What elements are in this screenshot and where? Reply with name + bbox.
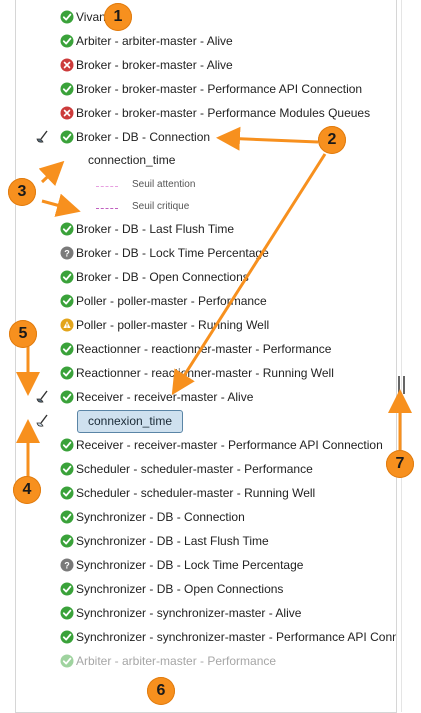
check-circle-icon: [60, 10, 74, 24]
check-label: Synchronizer - DB - Last Flush Time: [76, 534, 269, 548]
check-label: Poller - poller-master - Running Well: [76, 318, 270, 332]
check-circle-icon: [60, 390, 74, 404]
legend-swatch: [96, 186, 118, 187]
legend-swatch: [96, 208, 118, 209]
check-circle-icon: [60, 222, 74, 236]
check-label: Reactionner - reactionner-master - Perfo…: [76, 342, 332, 356]
check-label: Synchronizer - DB - Open Connections: [76, 582, 284, 596]
check-circle-icon: [60, 294, 74, 308]
check-label: Synchronizer - DB - Connection: [76, 510, 245, 524]
annotation-badge-2: 2: [318, 126, 346, 154]
check-label: Scheduler - scheduler-master - Performan…: [76, 462, 313, 476]
check-circle-icon: [60, 130, 74, 144]
metric-title[interactable]: connection_time: [88, 153, 176, 167]
check-circle-icon: [60, 486, 74, 500]
svg-text:?: ?: [64, 561, 70, 571]
checks-panel: Vivant Arbiter - arbiter-master - Alive …: [15, 0, 397, 713]
check-circle-icon: [60, 82, 74, 96]
check-label: Receiver - receiver-master - Alive: [76, 390, 254, 404]
annotation-badge-5: 5: [9, 320, 37, 348]
metric-pill[interactable]: connexion_time: [77, 410, 183, 433]
check-label: Broker - DB - Last Flush Time: [76, 222, 235, 236]
check-label: Broker - DB - Connection: [76, 130, 211, 144]
svg-text:?: ?: [64, 249, 70, 259]
resize-handle[interactable]: [398, 376, 406, 394]
check-label: Synchronizer - DB - Lock Time Percentage: [76, 558, 304, 572]
check-label: Arbiter - arbiter-master - Alive: [76, 34, 233, 48]
check-label: Scheduler - scheduler-master - Running W…: [76, 486, 316, 500]
check-circle-icon: [60, 342, 74, 356]
warning-triangle-icon: [60, 318, 74, 332]
annotation-badge-4: 4: [13, 476, 41, 504]
question-circle-icon: ?: [60, 246, 74, 260]
check-circle-icon: [60, 606, 74, 620]
error-circle-icon: [60, 106, 74, 120]
check-label: Vivant: [76, 10, 110, 24]
check-label: Broker - broker-master - Performance API…: [76, 82, 363, 96]
check-circle-icon: [60, 462, 74, 476]
check-circle-icon: [60, 510, 74, 524]
check-label: Broker - DB - Lock Time Percentage: [76, 246, 269, 260]
graph-brush-icon[interactable]: [34, 413, 50, 429]
check-label: Reactionner - reactionner-master - Runni…: [76, 366, 334, 380]
legend-label: Seuil critique: [132, 201, 190, 212]
check-label: Synchronizer - synchronizer-master - Per…: [76, 630, 397, 644]
annotation-badge-6: 6: [147, 677, 175, 705]
graph-brush-icon[interactable]: [34, 129, 50, 145]
check-circle-icon: [60, 582, 74, 596]
check-circle-icon: [60, 654, 74, 668]
question-circle-icon: ?: [60, 558, 74, 572]
check-label: Arbiter - arbiter-master - Performance: [76, 654, 277, 668]
graph-brush-icon[interactable]: [34, 389, 50, 405]
check-circle-icon: [60, 630, 74, 644]
annotation-badge-7: 7: [386, 450, 414, 478]
check-label: Synchronizer - synchronizer-master - Ali…: [76, 606, 302, 620]
annotation-badge-3: 3: [8, 178, 36, 206]
annotation-badge-1: 1: [104, 3, 132, 31]
check-circle-icon: [60, 34, 74, 48]
check-label: Poller - poller-master - Performance: [76, 294, 267, 308]
check-label: Broker - broker-master - Performance Mod…: [76, 106, 371, 120]
check-label: Receiver - receiver-master - Performance…: [76, 438, 383, 452]
check-circle-icon: [60, 534, 74, 548]
error-circle-icon: [60, 58, 74, 72]
check-circle-icon: [60, 366, 74, 380]
panel-divider: [401, 0, 402, 712]
legend-label: Seuil attention: [132, 179, 196, 190]
check-circle-icon: [60, 270, 74, 284]
check-circle-icon: [60, 438, 74, 452]
check-label: Broker - broker-master - Alive: [76, 58, 233, 72]
check-label: Broker - DB - Open Connections: [76, 270, 249, 284]
